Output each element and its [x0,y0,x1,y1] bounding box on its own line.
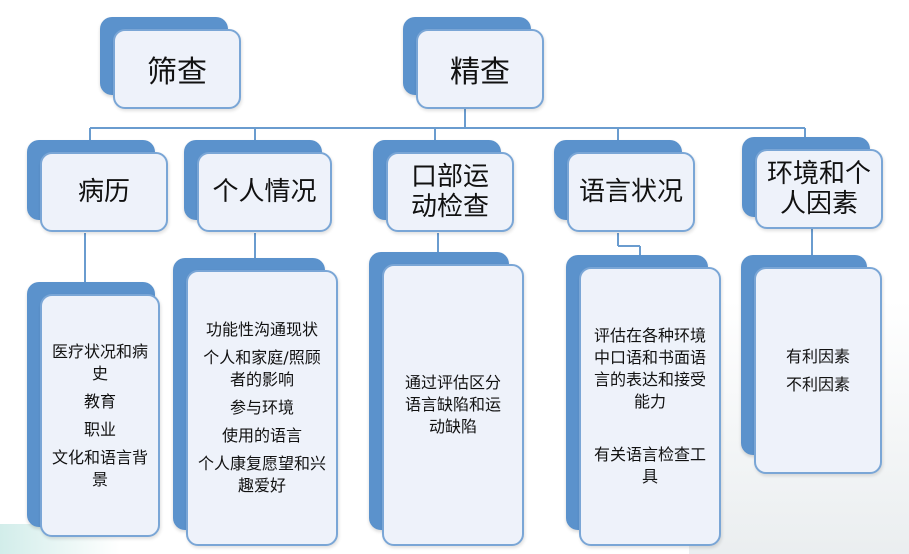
history-title: 病历 [77,177,130,207]
history-content: 医疗状况和病史 教育 职业 文化和语言背景 [40,294,160,537]
list-item: 医疗状况和病史 [52,341,149,383]
screening-label: 筛查 [147,55,207,90]
list-item: 通过评估区分语言缺陷和运动缺陷 [404,373,501,436]
env-factors-content: 有利因素 不利因素 [754,267,882,474]
list-item: 个人康复愿望和兴趣爱好 [198,454,327,495]
language-content: 评估在各种环境中口语和书面语言的表达和接受能力 有关语言检查工具 [579,267,721,546]
env-factors-header[interactable]: 环境和个人因素 [755,149,883,229]
language-title: 语言状况 [578,177,683,207]
list-item: 职业 [83,419,116,439]
oral-motor-header[interactable]: 口部运动检查 [386,152,514,232]
oral-motor-content: 通过评估区分语言缺陷和运动缺陷 [382,264,524,546]
list-item: 使用的语言 [221,426,302,445]
list-item: 功能性沟通现状 [205,320,318,339]
personal-header[interactable]: 个人情况 [197,152,332,232]
detailed-label: 精查 [450,55,510,90]
list-item: 评估在各种环境中口语和书面语言的表达和接受能力 [593,326,706,411]
history-header[interactable]: 病历 [40,152,168,232]
list-item: 教育 [83,391,116,411]
list-item: 个人和家庭/照顾者的影响 [203,348,321,389]
screening-box[interactable]: 筛查 [113,29,241,109]
detailed-box[interactable]: 精查 [416,29,544,109]
language-header[interactable]: 语言状况 [567,152,695,232]
list-item: 文化和语言背景 [52,447,149,489]
env-factors-title: 环境和个人因素 [767,159,872,219]
list-item: 有关语言检查工具 [593,445,706,486]
list-item: 参与环境 [229,398,294,417]
personal-title: 个人情况 [212,177,317,207]
list-item: 有利因素 [785,346,850,366]
personal-content: 功能性沟通现状 个人和家庭/照顾者的影响 参与环境 使用的语言 个人康复愿望和兴… [186,270,338,546]
list-item: 不利因素 [785,374,850,394]
oral-motor-title: 口部运动检查 [410,162,489,222]
